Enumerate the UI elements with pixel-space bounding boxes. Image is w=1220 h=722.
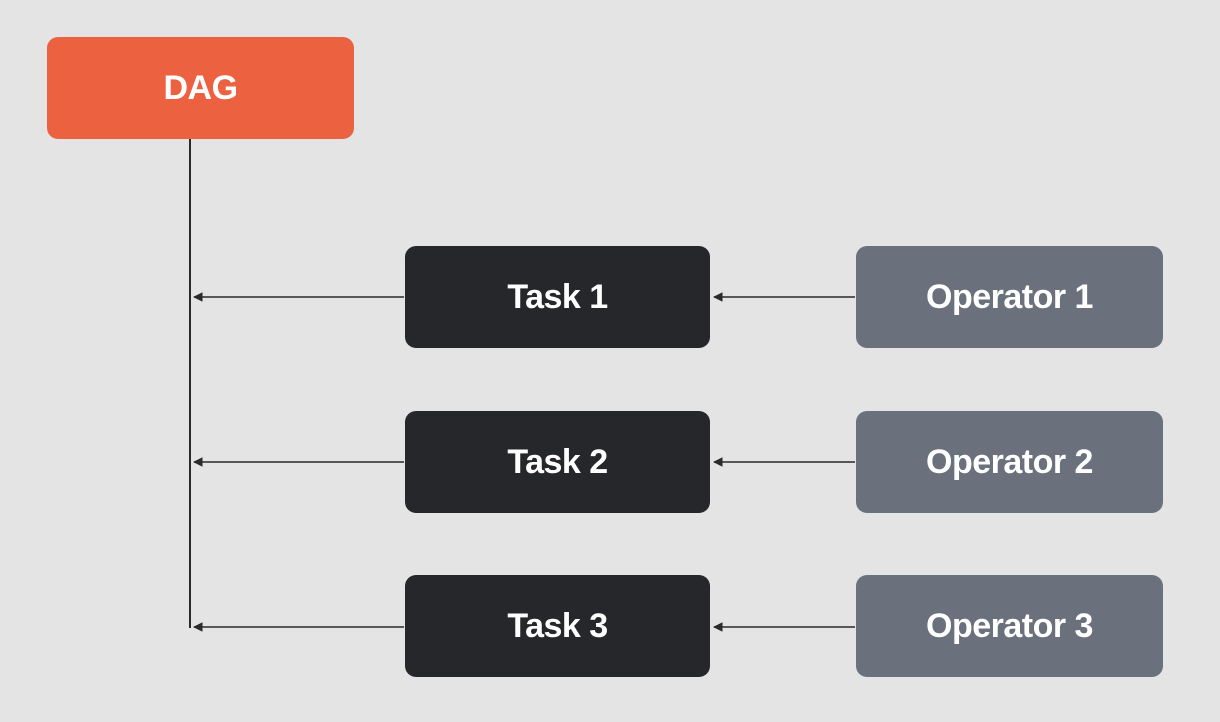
dag-label: DAG <box>163 68 238 107</box>
operator-1-node: Operator 1 <box>856 246 1163 348</box>
dag-node: DAG <box>47 37 354 139</box>
task-2-label: Task 2 <box>507 442 608 481</box>
operator-3-node: Operator 3 <box>856 575 1163 677</box>
operator-2-label: Operator 2 <box>926 442 1093 481</box>
task-1-node: Task 1 <box>405 246 710 348</box>
task-1-label: Task 1 <box>507 277 608 316</box>
task-3-node: Task 3 <box>405 575 710 677</box>
operator-3-label: Operator 3 <box>926 606 1093 645</box>
task-3-label: Task 3 <box>507 606 608 645</box>
operator-1-label: Operator 1 <box>926 277 1093 316</box>
operator-2-node: Operator 2 <box>856 411 1163 513</box>
task-2-node: Task 2 <box>405 411 710 513</box>
